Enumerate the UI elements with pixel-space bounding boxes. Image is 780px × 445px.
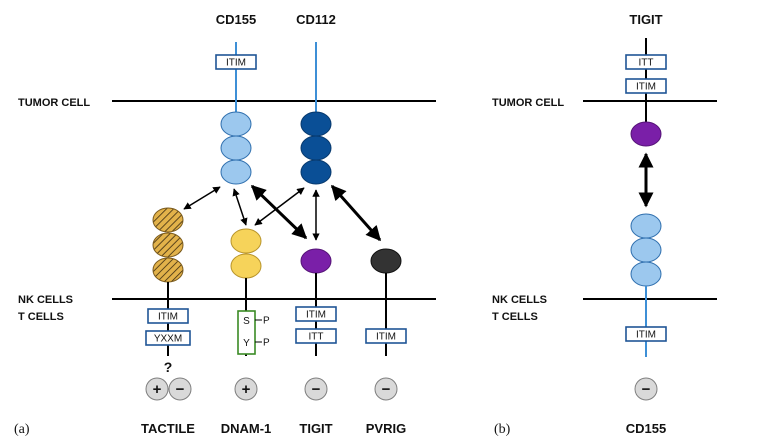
panel-b-inhibitory-signal: − [634,377,658,401]
pvrig-minus-text: − [382,381,391,398]
panel-b-tigit-domain [630,121,662,147]
tactile-minus-text: − [176,381,185,398]
tactile-label: TACTILE [141,421,195,436]
cd155-itim-box [215,54,257,70]
panel-b-minus-text: − [642,381,651,398]
panel-b-nk-label: NK CELLS [492,294,547,306]
dnam1-phospho-1: P [263,316,270,327]
arrow-cd155-tactile [183,186,221,210]
dnam1-motif-box [237,310,256,355]
pvrig-itim-box [365,328,407,344]
panel-b-itt-text: ITT [639,58,654,69]
nk-cells-label: NK CELLS [18,294,73,306]
panel-b-cd155-label: CD155 [626,421,666,436]
tumor-cell-label: TUMOR CELL [18,97,90,109]
pvrig-label: PVRIG [366,421,406,436]
tactile-itim-box [147,308,189,324]
panel-b-tigit-label: TIGIT [629,12,662,27]
dnam1-label: DNAM-1 [221,421,272,436]
panel-b-itim-bottom-box [625,326,667,342]
arrow-cd155-dnam1 [232,188,248,226]
dnam1-plus-text: + [242,381,251,398]
cd112-domains [300,111,332,185]
tactile-plus-text: + [153,381,162,398]
pvrig-domain [370,248,402,274]
tigit-inhibitory-signal: − [304,377,328,401]
panel-a-label: (a) [14,422,30,437]
pvrig-inhibitory-signal: − [374,377,398,401]
dnam1-activating-signal: + [234,377,258,401]
tigit-itim-box [295,306,337,322]
cd112-label: CD112 [296,12,336,27]
cd155-itim-text: ITIM [226,58,246,69]
tactile-yxxm-box [145,330,191,346]
panel-b-label: (b) [494,422,511,437]
panel-b-itim-bottom-text: ITIM [636,330,656,341]
arrow-cd112-pvrig [330,184,382,242]
pvrig-itim-text: ITIM [376,332,396,343]
tigit-itt-text: ITT [309,332,324,343]
cd155-label: CD155 [216,12,256,27]
tactile-domains [152,207,184,283]
dnam1-phospho-2: P [263,338,270,349]
tactile-activating-signal: + [145,377,169,401]
dnam1-tyrosine: Y [243,338,250,349]
panel-b-itim-top-box [625,78,667,94]
dnam1-domains [230,228,262,279]
arrow-cd112-dnam1 [254,187,305,226]
interaction-arrows [183,184,382,242]
cd155-domains [220,111,252,185]
tigit-label: TIGIT [299,421,332,436]
tactile-itim-text: ITIM [158,312,178,323]
arrow-cd155-tigit [250,184,308,240]
panel-b-itt-box [625,54,667,70]
dnam1-serine: S [243,316,250,327]
tigit-minus-text: − [312,381,321,398]
panel-b-cd155-domains [630,213,662,287]
tigit-itim-text: ITIM [306,310,326,321]
panel-b-itim-top-text: ITIM [636,82,656,93]
tactile-yxxm-text: YXXM [154,334,182,345]
tigit-itt-box [295,328,337,344]
tactile-question-mark: ? [164,359,173,375]
tigit-domain [300,248,332,274]
panel-b-tumor-label: TUMOR CELL [492,97,564,109]
t-cells-label: T CELLS [18,311,64,323]
tactile-inhibitory-signal: − [168,377,192,401]
panel-b-t-label: T CELLS [492,311,538,323]
